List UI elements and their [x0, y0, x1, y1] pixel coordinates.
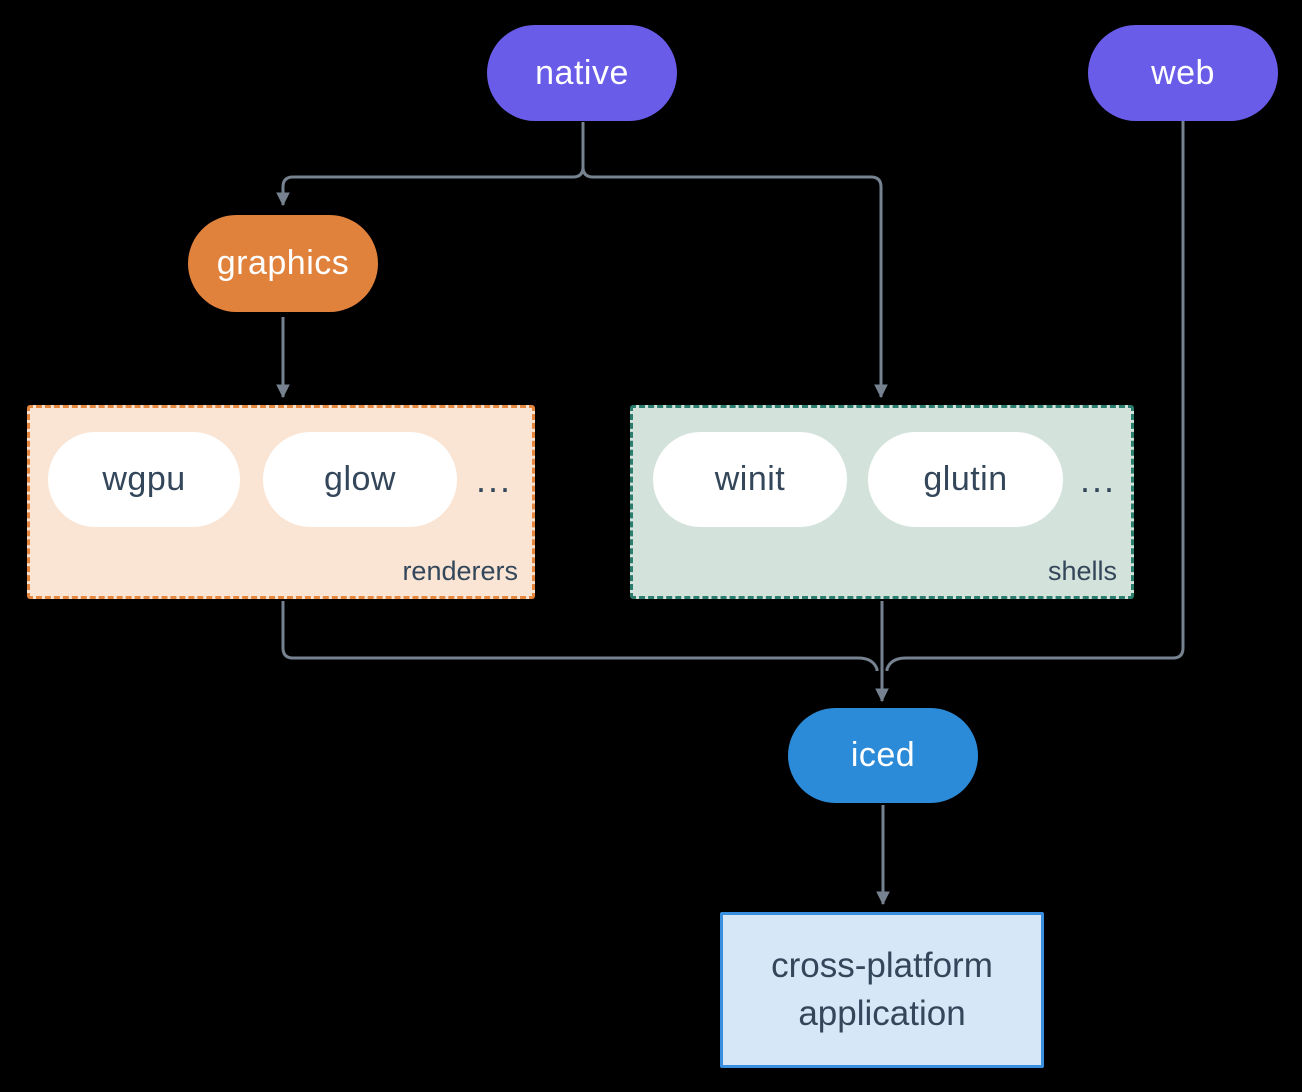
app-label-line1: cross-platform [771, 946, 993, 985]
node-glow-label: glow [324, 460, 396, 498]
edge-native-to-graphics [276, 122, 585, 207]
node-winit: winit [653, 432, 847, 527]
node-graphics: graphics [188, 215, 378, 312]
group-shells: winit glutin ... shells [630, 405, 1134, 599]
node-glutin-label: glutin [923, 460, 1008, 498]
node-native: native [487, 25, 677, 121]
edge-native-to-shells [581, 122, 888, 399]
node-wgpu-label: wgpu [102, 460, 186, 498]
node-iced-label: iced [850, 736, 916, 774]
group-renderers-label: renderers [402, 556, 518, 586]
edge-renderers-to-merge [281, 601, 879, 671]
node-native-label: native [535, 53, 629, 92]
group-shells-label: shells [1047, 556, 1117, 586]
node-web-label: web [1151, 53, 1215, 92]
node-iced: iced [788, 708, 978, 803]
app-label-line2: application [798, 994, 966, 1033]
node-wgpu: wgpu [48, 432, 240, 527]
group-renderers: wgpu glow ... renderers [27, 405, 535, 599]
node-winit-label: winit [714, 460, 786, 498]
node-web: web [1088, 25, 1278, 121]
node-graphics-label: graphics [216, 244, 350, 282]
shells-ellipsis: ... [1079, 458, 1116, 500]
edge-web-to-merge [885, 121, 1185, 671]
node-cross-platform-application: cross-platform application [720, 912, 1044, 1068]
node-glutin: glutin [868, 432, 1063, 527]
renderers-ellipsis: ... [475, 458, 512, 500]
node-glow: glow [263, 432, 457, 527]
